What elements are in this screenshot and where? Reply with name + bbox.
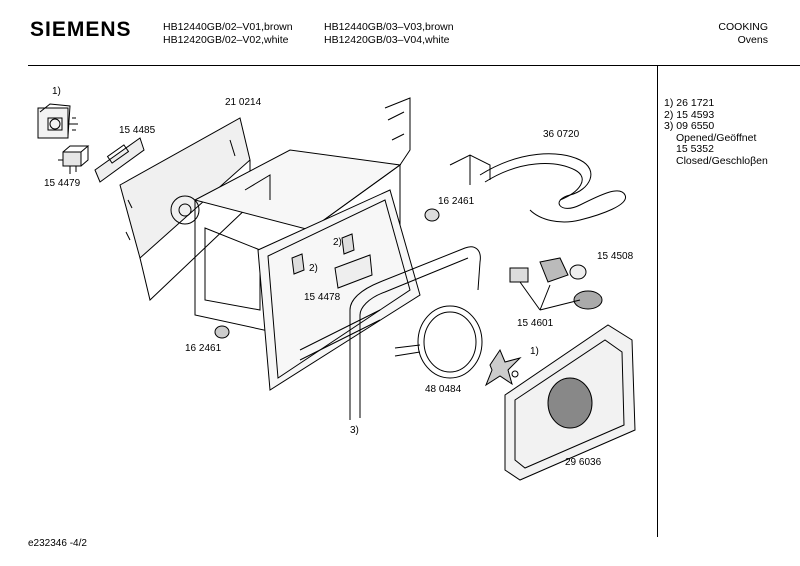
front-frame-part xyxy=(257,189,421,391)
part-label: 3) xyxy=(350,425,359,436)
part-label: 1) xyxy=(530,346,539,357)
part-label: 48 0484 xyxy=(425,384,462,395)
part-label: 15 4479 xyxy=(44,178,81,189)
category: COOKING xyxy=(718,21,768,33)
fan-heater-ring-part xyxy=(394,305,483,379)
part-label: 16 2461 xyxy=(185,343,222,354)
fan-blade-part xyxy=(484,348,522,387)
part-label: 15 4601 xyxy=(517,318,554,329)
part-label: 2) xyxy=(309,263,318,274)
part-label: 15 4508 xyxy=(597,251,634,262)
legend-item: Opened/Geöffnet xyxy=(676,131,757,144)
legend-item: 2) 15 4593 xyxy=(664,108,715,121)
legend-item: 1) 26 1721 xyxy=(664,97,715,109)
knob-162461-bottom-part xyxy=(214,325,230,339)
part-label: 29 6036 xyxy=(565,457,602,468)
plate-154478-part xyxy=(334,254,373,289)
knob-162461-part xyxy=(424,208,440,222)
legend-item: 3) 09 6550 xyxy=(664,120,715,132)
grill-element-part xyxy=(449,153,626,223)
fan-cover-part xyxy=(504,324,636,481)
model-line: HB12440GB/02–V01,brown xyxy=(163,21,293,33)
legend-item: 15 5352 xyxy=(676,143,714,155)
legend-item: Closed/Geschloβen xyxy=(676,154,768,167)
selector-switch-part xyxy=(37,103,78,139)
part-label: 16 2461 xyxy=(438,196,475,207)
switch-154479-part xyxy=(58,145,90,174)
bracket-154485-part xyxy=(94,137,145,183)
model-list-2: HB12440GB/03–V03,brown HB12420GB/03–V04,… xyxy=(324,21,454,47)
category-block: COOKING Ovens xyxy=(718,21,768,47)
frame-strip-part xyxy=(384,97,411,166)
header-divider xyxy=(28,65,800,66)
model-list-1: HB12440GB/02–V01,brown HB12420GB/02–V02,… xyxy=(163,21,293,47)
model-line: HB12420GB/02–V02,white xyxy=(163,34,289,46)
door-gasket-part xyxy=(349,246,481,420)
part-label: 1) xyxy=(52,86,61,97)
hinge-bracket-part xyxy=(291,233,355,275)
model-line: HB12420GB/03–V04,white xyxy=(324,34,450,46)
part-label: 36 0720 xyxy=(543,129,580,140)
parts-legend: 1) 26 1721 2) 15 4593 3) 09 6550 Opened/… xyxy=(664,97,768,167)
part-label: 15 4485 xyxy=(119,125,156,136)
part-label: 15 4478 xyxy=(304,292,341,303)
brand-logo: SIEMENS xyxy=(30,18,132,41)
model-line: HB12440GB/03–V03,brown xyxy=(324,21,454,33)
subcategory: Ovens xyxy=(737,34,768,46)
part-label: 2) xyxy=(333,237,342,248)
lamp-assembly-part xyxy=(509,257,603,311)
document-id: e232346 -4/2 xyxy=(28,538,87,549)
part-label: 21 0214 xyxy=(225,97,262,108)
legend-divider xyxy=(657,65,658,537)
